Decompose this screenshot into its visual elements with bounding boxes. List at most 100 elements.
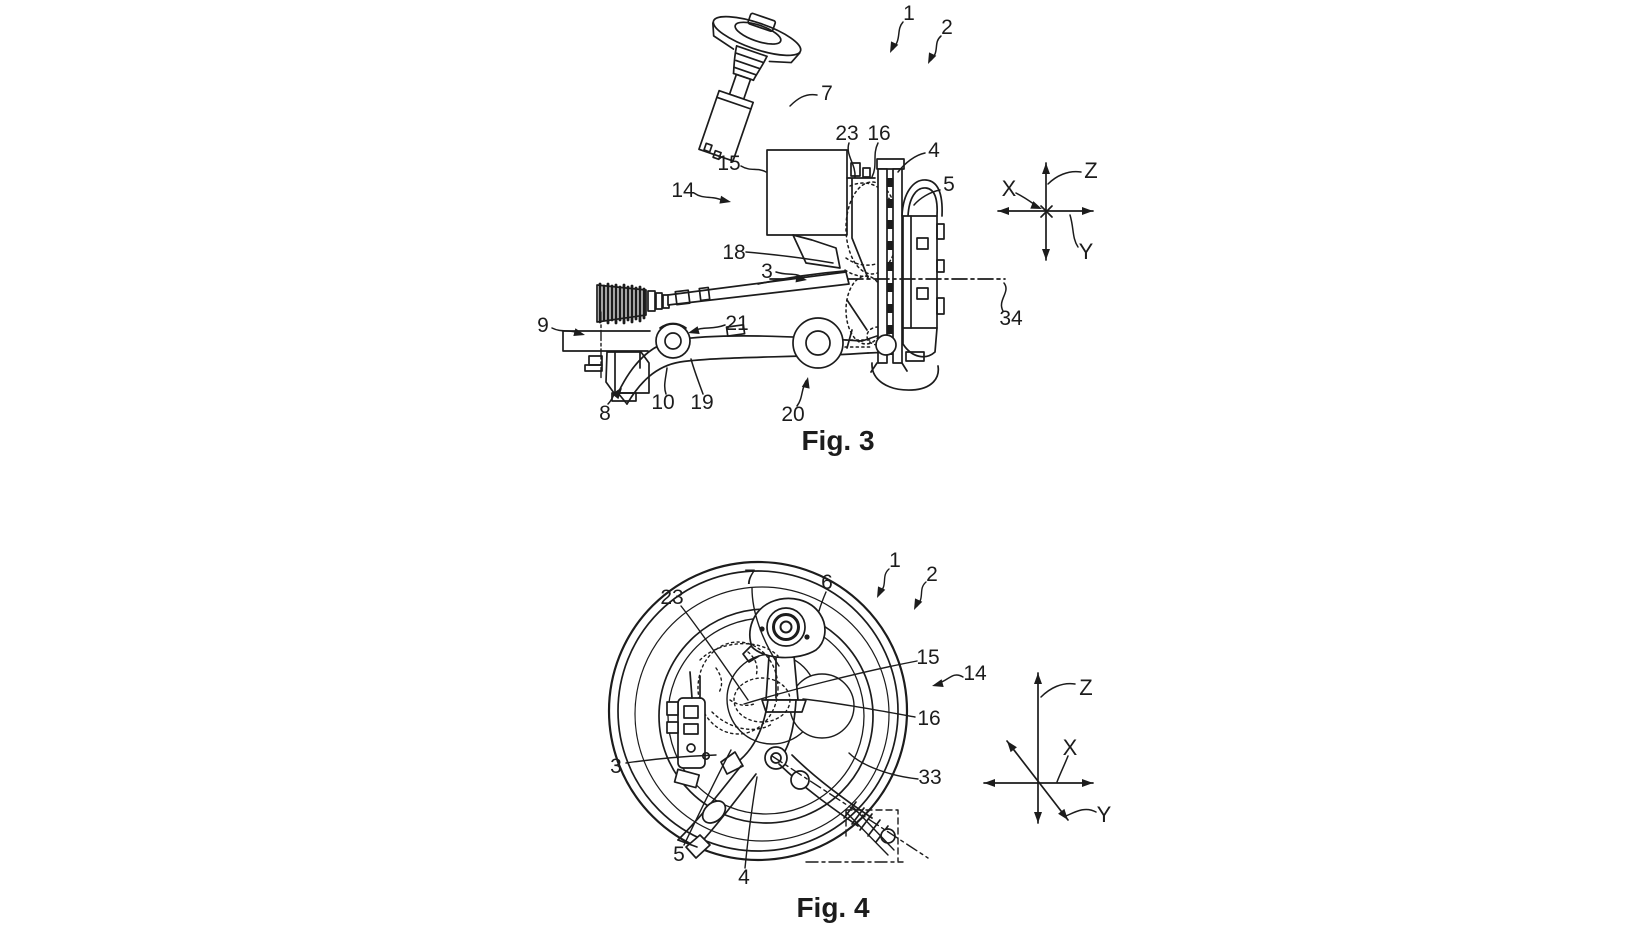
fig4-label-33: 33 bbox=[918, 766, 941, 789]
fig3-label-18: 18 bbox=[722, 241, 745, 264]
fig4-axis-z-leader bbox=[1040, 682, 1076, 698]
fig3-label-20: 20 bbox=[781, 403, 804, 426]
fig4-axis-x-leader bbox=[1056, 755, 1069, 783]
fig3-arrow-20 bbox=[801, 377, 810, 389]
fig3-arrow-3 bbox=[795, 274, 807, 283]
fig3-arrow-9 bbox=[573, 328, 585, 337]
fig4-strut-top-mount bbox=[742, 597, 826, 663]
fig3-disc-vents bbox=[887, 178, 893, 355]
fig3-arrow-1 bbox=[890, 41, 899, 53]
fig4-leaders bbox=[625, 568, 964, 869]
fig4-arrow-14 bbox=[932, 679, 944, 688]
fig3-leader-15 bbox=[740, 165, 767, 173]
fig3-arrow-2 bbox=[928, 52, 937, 64]
fig4-reference-numerals: 23 7 6 1 2 15 14 16 33 3 5 4 X Y Z Fig. … bbox=[610, 549, 1112, 923]
fig4-label-16: 16 bbox=[917, 707, 940, 730]
fig3-leader-18 bbox=[745, 251, 834, 264]
fig3-leader-5 bbox=[913, 189, 941, 206]
fig3-label-5: 5 bbox=[943, 173, 955, 196]
fig3-label-14: 14 bbox=[671, 179, 695, 202]
fig4-label-15: 15 bbox=[916, 646, 939, 669]
fig3-arm-bushing bbox=[792, 317, 897, 369]
fig3-gearbox-box bbox=[766, 149, 848, 269]
fig4-coordinate-axes bbox=[983, 672, 1097, 824]
fig3-label-21: 21 bbox=[725, 312, 748, 335]
fig3-axis-arrowheads bbox=[998, 163, 1093, 260]
fig4-axis-y-leader bbox=[1065, 808, 1097, 817]
fig4-leader-4 bbox=[744, 776, 758, 869]
fig3-axis-z-leader bbox=[1047, 170, 1082, 185]
fig3-leader-14 bbox=[693, 192, 725, 202]
fig3-label-16: 16 bbox=[867, 122, 890, 145]
fig3-strut-assembly bbox=[698, 12, 802, 162]
fig3-label-8: 8 bbox=[599, 402, 611, 425]
fig3-label-3: 3 bbox=[761, 260, 773, 283]
fig4-leader-6 bbox=[818, 591, 827, 612]
fig4-leader-5 bbox=[683, 749, 732, 846]
fig4-leader-23 bbox=[680, 605, 749, 701]
fig4-label-4: 4 bbox=[738, 866, 750, 889]
fig4-label-2: 2 bbox=[926, 563, 938, 586]
fig4-leader-7 bbox=[751, 587, 780, 667]
fig4-lower-arm bbox=[677, 765, 757, 859]
fig3-label-23: 23 bbox=[835, 122, 858, 145]
figure-3: 1 2 7 23 16 4 5 15 14 18 3 21 9 8 10 19 … bbox=[537, 2, 1098, 456]
fig4-axis-y-line bbox=[1006, 740, 1069, 821]
fig4-label-5: 5 bbox=[673, 843, 685, 866]
fig3-axis-center-mark bbox=[1040, 205, 1053, 218]
fig3-label-34: 34 bbox=[999, 307, 1023, 330]
fig4-arrowheads bbox=[877, 586, 944, 688]
fig3-leaders bbox=[551, 21, 942, 407]
fig4-arrow-2 bbox=[914, 598, 923, 610]
fig4-label-14: 14 bbox=[963, 662, 987, 685]
fig3-arm-pivot bbox=[655, 322, 691, 359]
fig3-label-4: 4 bbox=[928, 139, 940, 162]
fig3-brake-caliper bbox=[901, 179, 945, 362]
fig3-axis-y-label: Y bbox=[1079, 239, 1094, 264]
fig3-coordinate-axes bbox=[997, 162, 1094, 261]
fig4-label-1: 1 bbox=[889, 549, 901, 572]
fig4-label-23: 23 bbox=[660, 586, 683, 609]
fig3-knuckle bbox=[846, 162, 876, 349]
fig4-cut-region bbox=[771, 755, 929, 863]
fig3-reference-numerals: 1 2 7 23 16 4 5 15 14 18 3 21 9 8 10 19 … bbox=[537, 2, 1098, 456]
fig4-label-7: 7 bbox=[744, 566, 756, 589]
fig3-leader-34 bbox=[1000, 282, 1007, 312]
fig3-label-10: 10 bbox=[651, 391, 674, 414]
fig3-leader-19 bbox=[690, 358, 704, 395]
fig4-leader-3 bbox=[625, 754, 717, 764]
fig3-axis-y-leader bbox=[1069, 214, 1079, 248]
fig4-hidden-spring-dotted bbox=[697, 641, 791, 735]
fig3-steering-bellows bbox=[596, 282, 670, 325]
fig3-rack-bracket bbox=[562, 311, 651, 402]
fig3-leader-10 bbox=[663, 367, 668, 395]
figure-4: 23 7 6 1 2 15 14 16 33 3 5 4 X Y Z Fig. … bbox=[607, 549, 1112, 923]
fig4-leader-33 bbox=[848, 752, 919, 780]
fig3-leader-3 bbox=[775, 271, 804, 279]
fig4-axis-z-label: Z bbox=[1079, 675, 1092, 700]
fig3-axis-x-label: X bbox=[1002, 176, 1017, 201]
fig4-axis-x-label: X bbox=[1063, 735, 1078, 760]
fig3-leader-16 bbox=[871, 142, 879, 178]
fig3-caption: Fig. 3 bbox=[801, 425, 874, 456]
fig4-leader-14 bbox=[938, 674, 964, 684]
fig4-caption: Fig. 4 bbox=[796, 892, 870, 923]
fig4-label-6: 6 bbox=[821, 571, 833, 594]
fig3-arrowheads bbox=[573, 41, 937, 400]
fig3-leader-23 bbox=[847, 142, 856, 178]
fig3-label-7: 7 bbox=[821, 82, 833, 105]
fig3-label-15: 15 bbox=[717, 152, 740, 175]
fig4-leader-15 bbox=[743, 660, 918, 705]
fig3-label-19: 19 bbox=[690, 391, 713, 414]
fig3-label-9: 9 bbox=[537, 314, 549, 337]
fig4-axis-arrowheads bbox=[984, 673, 1093, 823]
fig3-leader-7 bbox=[789, 93, 818, 107]
fig3-tie-rod bbox=[667, 270, 850, 306]
fig4-brake-caliper bbox=[666, 671, 711, 789]
fig4-axis-y-label: Y bbox=[1097, 802, 1112, 827]
fig4-label-3: 3 bbox=[610, 755, 622, 778]
fig3-label-2: 2 bbox=[941, 16, 953, 39]
fig4-arrow-1 bbox=[877, 586, 886, 598]
